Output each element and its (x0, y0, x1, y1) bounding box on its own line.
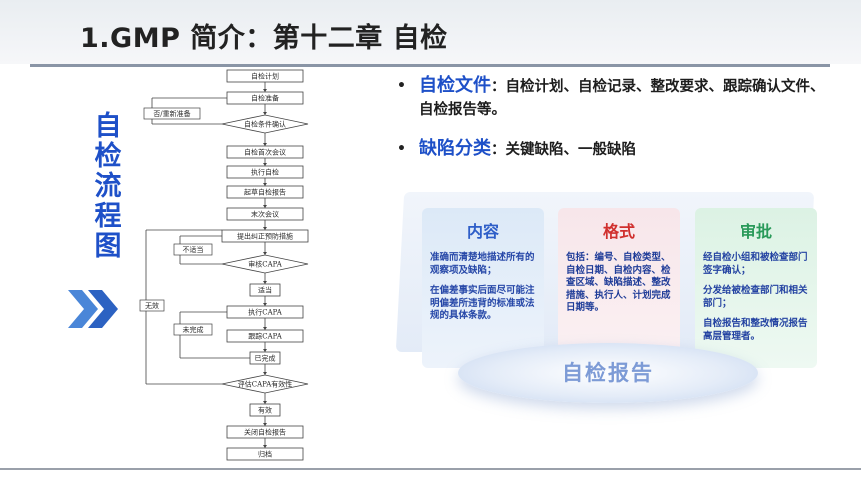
flow-arrowhead (263, 89, 267, 92)
card-paragraph: 准确而清楚地描述所有的观察项及缺陷； (430, 252, 536, 277)
flow-arrowhead (263, 252, 267, 255)
bullet-key: 自检文件 (419, 75, 491, 96)
flow-arrowhead (263, 401, 267, 404)
card-paragraph: 分发给被检查部门和相关部门； (703, 285, 809, 310)
flow-arrowhead (263, 143, 267, 146)
flow-arrowhead (263, 423, 267, 426)
self-inspection-flowchart: 自检计划自检准备自检条件确认自检首次会议执行自检起草自检报告末次会议提出纠正预防… (140, 66, 350, 466)
vertical-title: 自 检 流 程 图 (91, 112, 125, 262)
flow-arrowhead (263, 303, 267, 306)
flow-side-label: 否/重新准备 (153, 109, 190, 118)
report-pedestal: 自检报告 (458, 343, 758, 413)
flow-arrowhead (263, 372, 267, 375)
card-title: 格式 (566, 218, 672, 242)
card-title: 内容 (430, 218, 536, 242)
flow-step-label: 起草自检报告 (244, 188, 286, 197)
flow-arrowhead (263, 327, 267, 330)
flow-step-label: 已完成 (255, 354, 276, 363)
flow-arrowhead (263, 445, 267, 448)
flow-arrowhead (263, 281, 267, 284)
bullet-list: • 自检文件：自检计划、自检记录、整改要求、跟踪确认文件、自检报告等。 • 缺陷… (395, 74, 835, 162)
card-paragraph: 在偏差事实后面尽可能注明偏差所违背的标准或法规的具体条款。 (430, 285, 536, 323)
flow-step-label: 自检首次会议 (244, 148, 286, 157)
flow-arrowhead (263, 163, 267, 166)
card-paragraph: 自检报告和整改情况报告高层管理者。 (703, 318, 809, 343)
double-chevron-icon (68, 290, 120, 328)
flow-step-label: 自检条件确认 (244, 120, 286, 129)
flow-step-label: 执行自检 (251, 168, 279, 177)
flow-arrowhead (263, 227, 267, 230)
bullet-item-documents: • 自检文件：自检计划、自检记录、整改要求、跟踪确认文件、自检报告等。 (395, 74, 835, 122)
flow-step-label: 有效 (258, 406, 272, 415)
flow-step-label: 提出纠正预防措施 (237, 232, 293, 241)
page-title: 1.GMP 简介：第十二章 自检 (80, 16, 448, 55)
flow-step-label: 跟踪CAPA (248, 332, 282, 341)
pedestal-label: 自检报告 (458, 357, 758, 387)
flow-step-label: 归档 (258, 450, 272, 459)
flow-step-label: 末次会议 (251, 210, 279, 219)
flow-side-label: 无效 (145, 301, 159, 310)
flow-step-label: 适当 (258, 286, 272, 295)
card-paragraph: 包括：编号、自检类型、自检日期、自检内容、检查区域、缺陷描述、整改措施、执行人、… (566, 252, 672, 315)
card-paragraph: 经自检小组和被检查部门签字确认； (703, 252, 809, 277)
flow-step-label: 审核CAPA (248, 260, 282, 269)
flowchart-canvas: 自检计划自检准备自检条件确认自检首次会议执行自检起草自检报告末次会议提出纠正预防… (140, 66, 350, 466)
flow-arrowhead (263, 349, 267, 352)
flow-side-label: 未完成 (183, 325, 204, 334)
flow-step-label: 自检计划 (251, 72, 279, 81)
bullet-text: ：关键缺陷、一般缺陷 (491, 142, 636, 158)
bullet-item-defects: • 缺陷分类：关键缺陷、一般缺陷 (395, 137, 835, 162)
flow-step-label: 执行CAPA (248, 308, 282, 317)
flow-arrowhead (263, 183, 267, 186)
footer-divider (0, 468, 861, 470)
flow-step-label: 评估CAPA有效性 (238, 380, 293, 389)
flow-step-label: 自检准备 (251, 94, 279, 103)
flow-arrowhead (263, 112, 267, 115)
flow-arrowhead (263, 205, 267, 208)
flow-side-label: 不适当 (183, 245, 204, 254)
bullet-dot-icon: • (397, 75, 406, 98)
card-title: 审批 (703, 218, 809, 242)
flow-step-label: 关闭自检报告 (244, 428, 286, 437)
bullet-key: 缺陷分类 (419, 138, 491, 159)
bullet-dot-icon: • (397, 138, 406, 161)
